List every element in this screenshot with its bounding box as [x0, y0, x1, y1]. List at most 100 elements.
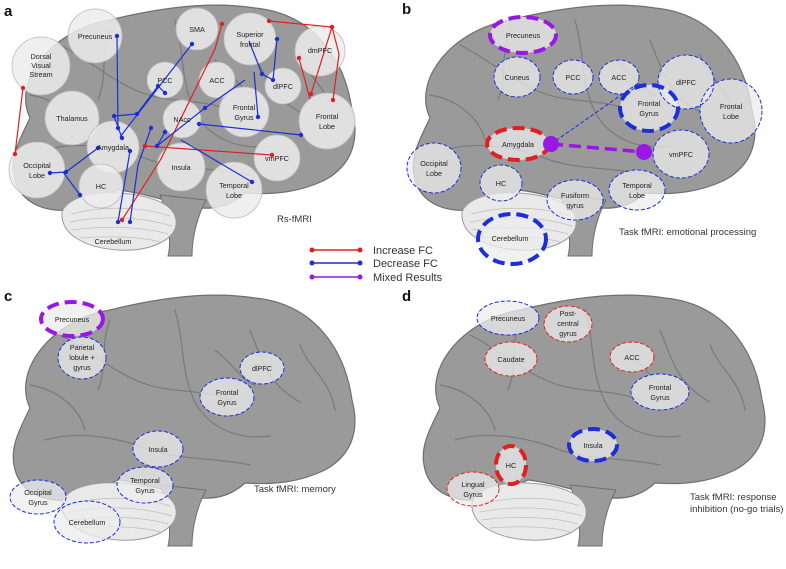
region-thalamus: [44, 90, 100, 146]
conn-increase: [121, 23, 223, 221]
label-insula: Insula: [148, 445, 167, 454]
region-vmpfc: [652, 129, 710, 179]
label-acc: ACC: [624, 353, 639, 362]
region-precuneus: [488, 15, 558, 55]
panel-letter-c: c: [4, 288, 12, 305]
region-vmpfc: [253, 134, 301, 182]
region-temporal-lobe: [205, 161, 263, 219]
region-dlpfc: [239, 351, 285, 385]
label-precuneus: Precuneus: [491, 314, 526, 323]
panel-a: a: [4, 3, 356, 257]
region-hc: [78, 163, 124, 209]
region-sma: [175, 7, 219, 51]
label-vmpfc: vmPFC: [669, 150, 693, 159]
panel-letter-b: b: [402, 1, 411, 18]
legend-decrease: Decrease FC: [373, 258, 438, 270]
label-precuneus: Precuneus: [506, 31, 541, 40]
conn-decrease: [129, 127, 152, 223]
panel-letter-d: d: [402, 288, 411, 305]
label-dorsal-3: Stream: [29, 70, 52, 79]
label-frontal-gyrus-2: Gyrus: [217, 398, 237, 407]
conn-increase: [331, 26, 340, 101]
label-postcentral-1: Post-: [560, 309, 577, 318]
label-frontal-gyrus-2: Gyrus: [234, 113, 254, 122]
label-frontal-lobe-2: Lobe: [319, 122, 335, 131]
label-frontal-gyrus-2: Gyrus: [650, 393, 670, 402]
conn-decrease: [116, 35, 119, 129]
label-frontal-gyrus-1: Frontal: [649, 383, 672, 392]
label-parietal-2: lobule +: [69, 353, 94, 362]
label-amygdala: Amygdala: [97, 143, 129, 152]
region-frontal-lobe: [699, 78, 763, 144]
region-frontal-gyrus: [618, 83, 680, 133]
caption-a: Rs-fMRI: [277, 214, 312, 225]
conn-decrease: [180, 139, 253, 183]
label-temporal-1: Temporal: [219, 181, 249, 190]
label-cuneus: Cuneus: [505, 73, 530, 82]
label-cerebellum: Cerebellum: [95, 237, 132, 246]
label-insula: Insula: [171, 163, 190, 172]
caption-c: Task fMRI: memory: [254, 484, 336, 495]
region-acc: [598, 59, 640, 95]
legend-increase: Increase FC: [373, 245, 433, 257]
label-precuneus: Precuneus: [55, 315, 90, 324]
conn-increase: [298, 57, 311, 100]
label-thalamus: Thalamus: [56, 114, 88, 123]
region-fusiform-gyrus: [546, 179, 604, 221]
conn-decrease: [117, 150, 131, 223]
nodes-increase-a: [12, 18, 336, 223]
label-postcentral-2: central: [557, 319, 579, 328]
conn-increase: [14, 87, 24, 155]
region-occipital-lobe: [406, 142, 462, 194]
conn-decrease: [550, 83, 638, 145]
panel-b: b: [402, 1, 763, 266]
label-frontal-lobe-1: Frontal: [720, 102, 743, 111]
label-occipital-2: Gyrus: [28, 498, 48, 507]
caption-d-1: Task fMRI: response: [690, 492, 777, 503]
region-precuneus: [39, 300, 105, 338]
conn-mixed: [550, 142, 645, 154]
label-pcc: PCC: [565, 73, 580, 82]
label-parietal-1: Parietal: [70, 343, 95, 352]
label-occipital-1: Occipital: [24, 488, 52, 497]
label-fusiform-1: Fusiform: [561, 191, 589, 200]
label-occipital-1: Occipital: [23, 161, 51, 170]
panel-d: d Precuneus Post- central gyrus Caudate …: [402, 288, 783, 547]
conn-decrease: [62, 171, 81, 196]
caption-d-2: inhibition (no-go trials): [690, 504, 783, 515]
region-insula: [132, 430, 184, 468]
label-occipital-2: Lobe: [29, 171, 45, 180]
label-dlpfc: dlPFC: [273, 82, 293, 91]
label-lingual-2: Gyrus: [463, 490, 483, 499]
region-frontal-gyrus: [630, 373, 690, 411]
label-temporal-1: Temporal: [130, 476, 160, 485]
region-temporal-lobe: [608, 169, 666, 211]
region-caudate: [484, 341, 538, 377]
label-hc: HC: [496, 179, 506, 188]
label-superior-frontal-1: Superior: [236, 30, 264, 39]
region-hc: [494, 444, 528, 486]
label-hc: HC: [506, 461, 516, 470]
label-amygdala: Amygdala: [502, 140, 534, 149]
conn-decrease: [248, 38, 278, 81]
label-dorsal-1: Dorsal: [31, 52, 52, 61]
label-cerebellum: Cerebellum: [69, 518, 106, 527]
region-precuneus: [476, 300, 540, 336]
label-dorsal-2: Visual: [31, 61, 51, 70]
label-dmpfc: dmPFC: [308, 46, 332, 55]
conn-decrease: [156, 79, 246, 147]
nodes-decrease-a: [47, 33, 304, 225]
label-frontal-gyrus-1: Frontal: [638, 99, 661, 108]
label-insula: Insula: [583, 441, 602, 450]
label-dlpfc: dlPFC: [676, 78, 696, 87]
node-mixed-amygdala: [543, 136, 559, 152]
region-dlpfc: [264, 67, 302, 105]
node-mixed-vmpfc: [636, 144, 652, 160]
label-sma: SMA: [189, 25, 205, 34]
region-cerebellum: [53, 500, 121, 544]
panel-c: c Precuneus Parietal lobule + gyrus dlPF…: [4, 288, 356, 547]
conn-increase: [144, 145, 273, 156]
label-occipital-1: Occipital: [420, 159, 448, 168]
region-cerebellum: [476, 212, 548, 266]
